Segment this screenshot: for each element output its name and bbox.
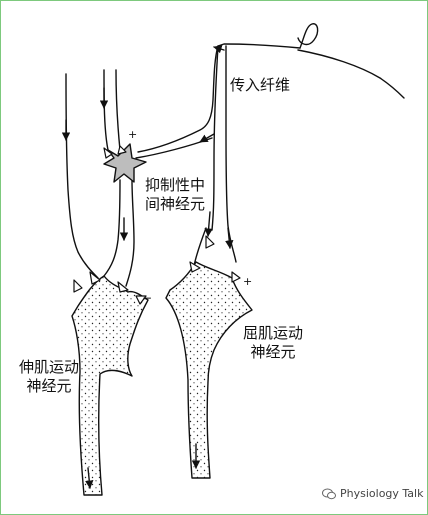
afferent-fiber-label: 传入纤维	[230, 76, 291, 94]
afferent-fiber-main-right	[211, 45, 219, 231]
extensor-motor-neuron-label: 伸肌运动 神经元	[14, 358, 84, 396]
extensor-tract-inner	[103, 69, 109, 151]
interneuron-axon-left	[103, 179, 121, 277]
extensor-tract-mid	[115, 69, 121, 151]
flexor-motor-neuron-label-line1: 屈肌运动	[242, 324, 303, 342]
extensor-tract-outer	[65, 73, 99, 279]
synapse-terminal	[189, 261, 201, 273]
watermark: Physiology Talk	[318, 486, 428, 501]
watermark-text: Physiology Talk	[340, 487, 424, 500]
inhibitory-synapse-minus: −	[142, 291, 153, 305]
afferent-fiber-tangle	[297, 23, 319, 49]
synapse-terminal	[117, 145, 127, 155]
extensor-motor-neuron-label-line2: 神经元	[26, 377, 72, 395]
excitatory-synapse-plus: +	[243, 275, 253, 288]
excitatory-synapse-plus: +	[128, 128, 138, 141]
synapse-terminal	[103, 147, 113, 159]
inhibitory-interneuron	[103, 143, 147, 183]
flexor-motor-neuron	[165, 261, 253, 479]
afferent-fiber-right	[297, 49, 405, 99]
afferent-branch-flexor	[193, 227, 207, 267]
synapse-terminal	[205, 235, 215, 249]
wechat-icon	[322, 488, 336, 499]
synapse-terminal	[135, 295, 147, 305]
afferent-fiber-upper	[137, 43, 301, 153]
synapse-terminal	[73, 279, 83, 293]
synapse-terminal	[117, 281, 129, 293]
extensor-motor-neuron-label-line1: 伸肌运动	[18, 358, 79, 376]
interneuron-axon-right	[125, 179, 135, 287]
synapse-terminal	[231, 271, 241, 283]
inhibitory-interneuron-label: 抑制性中 间神经元	[140, 176, 210, 214]
inhibitory-interneuron-label-line2: 间神经元	[144, 195, 205, 213]
flexor-motor-neuron-label-line2: 神经元	[250, 343, 296, 361]
flexor-motor-neuron-label: 屈肌运动 神经元	[238, 324, 308, 362]
inhibitory-interneuron-label-line1: 抑制性中	[144, 176, 205, 194]
synapse-terminal	[89, 271, 101, 285]
